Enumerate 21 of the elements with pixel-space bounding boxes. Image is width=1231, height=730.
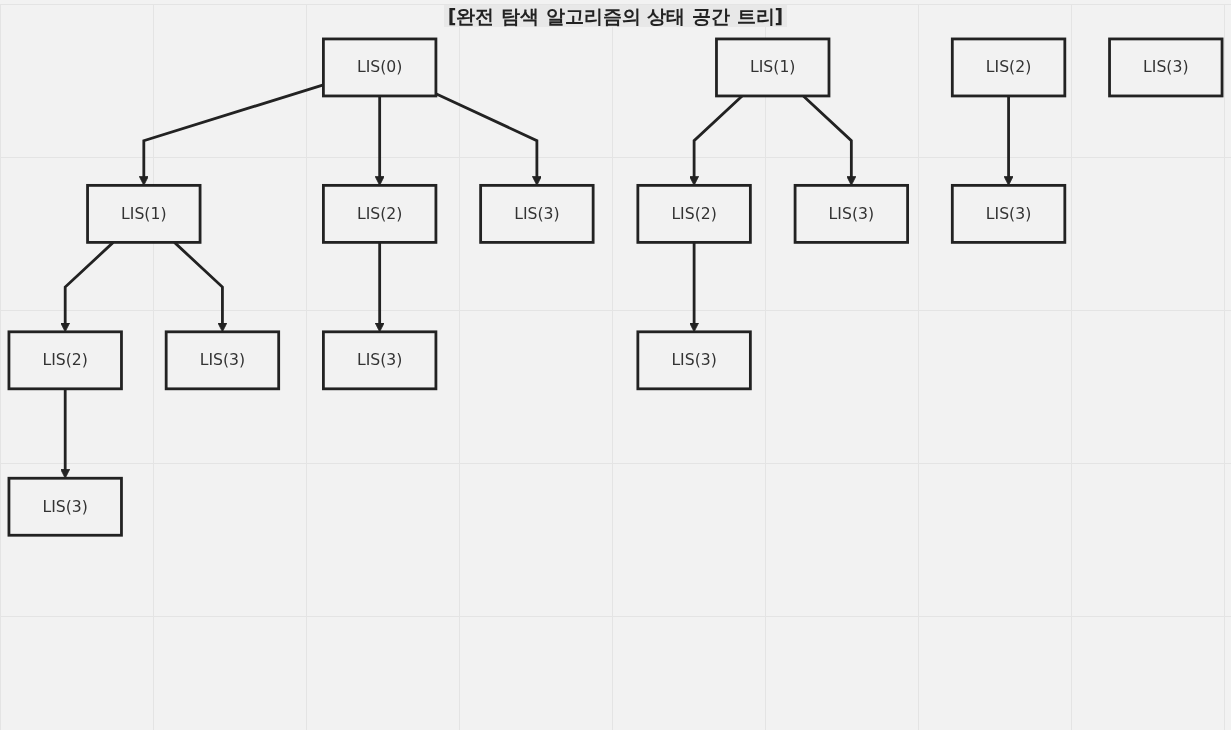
node-box: LIS(0)	[322, 37, 438, 98]
node-box: LIS(1)	[715, 37, 831, 98]
node-box: LIS(3)	[7, 476, 123, 537]
arrow	[374, 95, 385, 186]
node-box: LIS(1)	[86, 184, 202, 244]
node-box: LIS(3)	[479, 184, 595, 244]
node-box: LIS(2)	[636, 184, 752, 244]
node-box: LIS(3)	[636, 330, 752, 391]
node-box: LIS(3)	[164, 330, 281, 391]
node-box: LIS(3)	[1108, 37, 1224, 98]
node-box: LIS(2)	[7, 330, 123, 391]
arrow	[1003, 95, 1014, 186]
node-box: LIS(3)	[950, 184, 1067, 244]
arrow	[138, 83, 324, 186]
arrow	[435, 92, 542, 186]
node-box: LIS(2)	[322, 184, 438, 244]
node-box: LIS(3)	[793, 184, 909, 244]
node-box: LIS(3)	[322, 330, 438, 391]
arrow	[60, 388, 71, 479]
node-box: LIS(2)	[950, 37, 1067, 98]
diagram-title: [완전 탐색 알고리즘의 상태 공간 트리]	[443, 5, 788, 27]
